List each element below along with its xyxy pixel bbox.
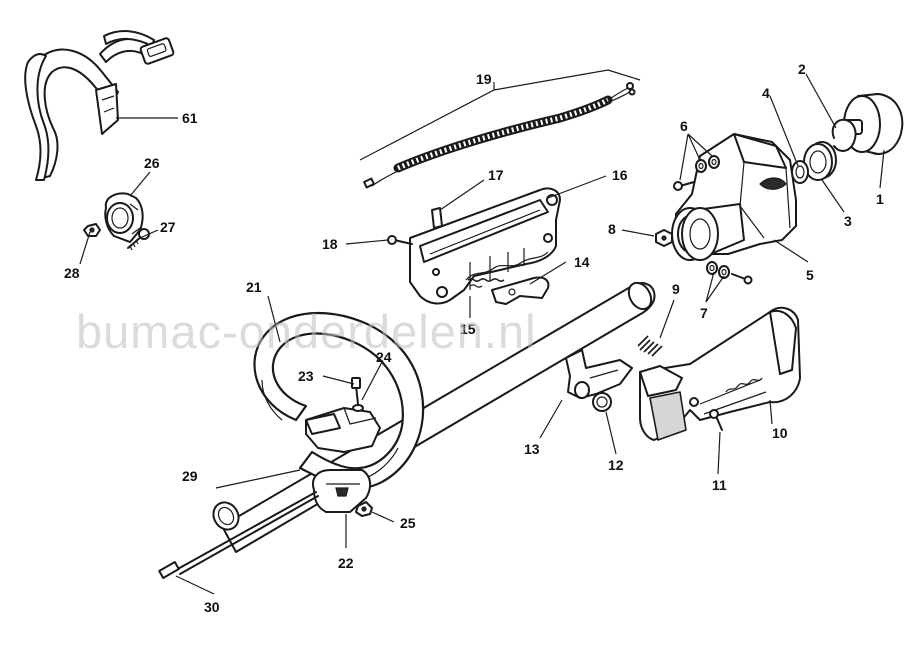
part-21-loop-handle: [253, 311, 425, 490]
callout-24: 24: [376, 349, 392, 365]
callout-3: 3: [844, 213, 852, 229]
part-30-drive-cable: [158, 491, 319, 579]
callout-13: 13: [524, 441, 540, 457]
part-9-spring: [637, 335, 663, 357]
callout-11: 11: [712, 477, 727, 493]
part-5-gear-housing: [671, 133, 797, 261]
callout-23: 23: [298, 368, 314, 384]
callout-17: 17: [488, 167, 504, 183]
part-19-throttle-cable: [363, 82, 636, 189]
callout-14: 14: [574, 254, 590, 270]
part-29-tube: [212, 501, 240, 531]
part-21-upper-clamp: [305, 407, 381, 453]
callout-10: 10: [772, 425, 788, 441]
leader-lines: [79, 69, 885, 595]
callout-2: 2: [798, 61, 806, 77]
part-17-clip: [431, 207, 443, 229]
part-28-nut: [83, 223, 101, 237]
part-14-throttle-trigger: [491, 276, 550, 305]
callout-9: 9: [672, 281, 680, 297]
callout-6: 6: [680, 118, 688, 134]
callout-16: 16: [612, 167, 628, 183]
part-10-rear-handle: [639, 306, 801, 441]
part-3-bearing: [803, 141, 837, 181]
callout-30: 30: [204, 599, 220, 615]
part-7-screw-and-washers: [706, 261, 753, 285]
callout-21: 21: [246, 279, 262, 295]
callout-5: 5: [806, 267, 814, 283]
callout-15: 15: [460, 321, 476, 337]
part-1-flange-hub: [841, 93, 904, 155]
part-61-shoulder-strap: [24, 30, 175, 181]
callout-22: 22: [338, 555, 354, 571]
callout-8: 8: [608, 221, 616, 237]
part-16-throttle-housing: [409, 187, 561, 305]
part-8-nut: [655, 229, 673, 247]
part-13-lever: [565, 349, 633, 399]
callout-61: 61: [182, 110, 198, 126]
callout-7: 7: [700, 305, 708, 321]
callout-1: 1: [876, 191, 884, 207]
part-23-bolt: [351, 377, 361, 405]
callout-27: 27: [160, 219, 176, 235]
part-26-clamp-bracket: [104, 192, 144, 243]
part-24-washer: [352, 404, 364, 412]
callout-18: 18: [322, 236, 338, 252]
part-2-circlip: [831, 118, 857, 152]
callout-4: 4: [762, 85, 770, 101]
part-22-lower-clamp: [312, 469, 372, 513]
callout-12: 12: [608, 457, 624, 473]
callout-25: 25: [400, 515, 416, 531]
callout-29: 29: [182, 468, 198, 484]
callout-26: 26: [144, 155, 160, 171]
part-25-nut: [355, 501, 373, 517]
callout-labels: 61 26 27 28 19 17 16 18 14 15 21 23 24 2…: [64, 61, 884, 615]
part-12-bushing: [592, 392, 612, 412]
part-6-screw-and-washers: [673, 155, 720, 191]
callout-19: 19: [476, 71, 492, 87]
part-11-screw: [709, 409, 723, 431]
part-15-spring: [467, 278, 505, 288]
part-4-washer: [791, 160, 809, 184]
callout-28: 28: [64, 265, 80, 281]
watermark-text: bumac-onderdelen.nl: [76, 305, 537, 358]
part-18-screw: [387, 235, 413, 245]
